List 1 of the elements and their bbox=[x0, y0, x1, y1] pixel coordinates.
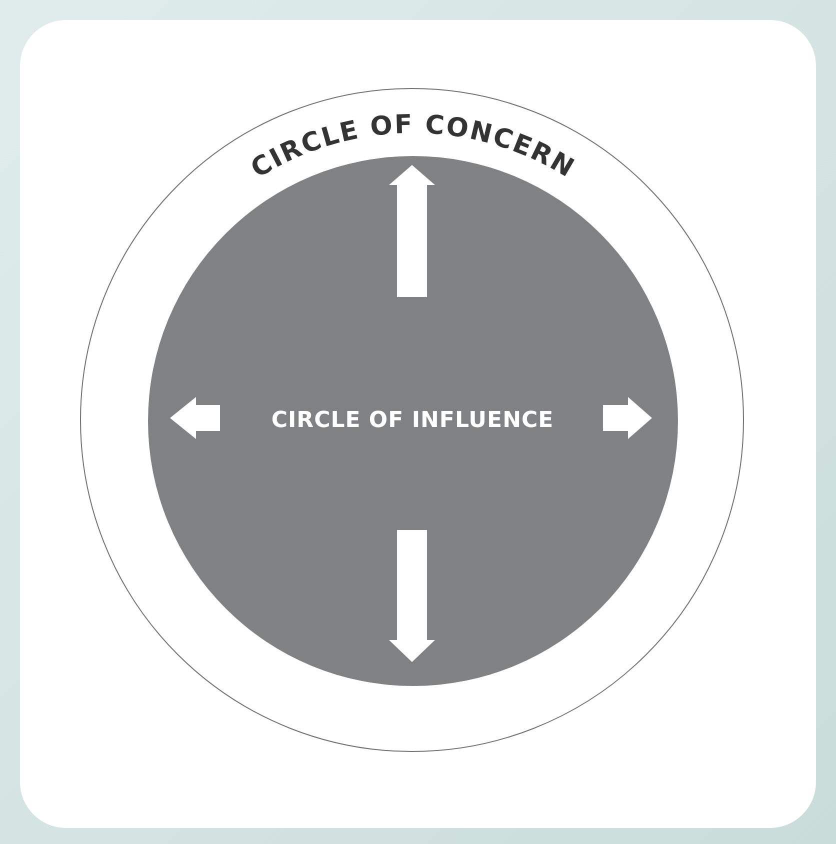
circle-label: CIRCLE OF INFLUENCE bbox=[271, 408, 554, 433]
